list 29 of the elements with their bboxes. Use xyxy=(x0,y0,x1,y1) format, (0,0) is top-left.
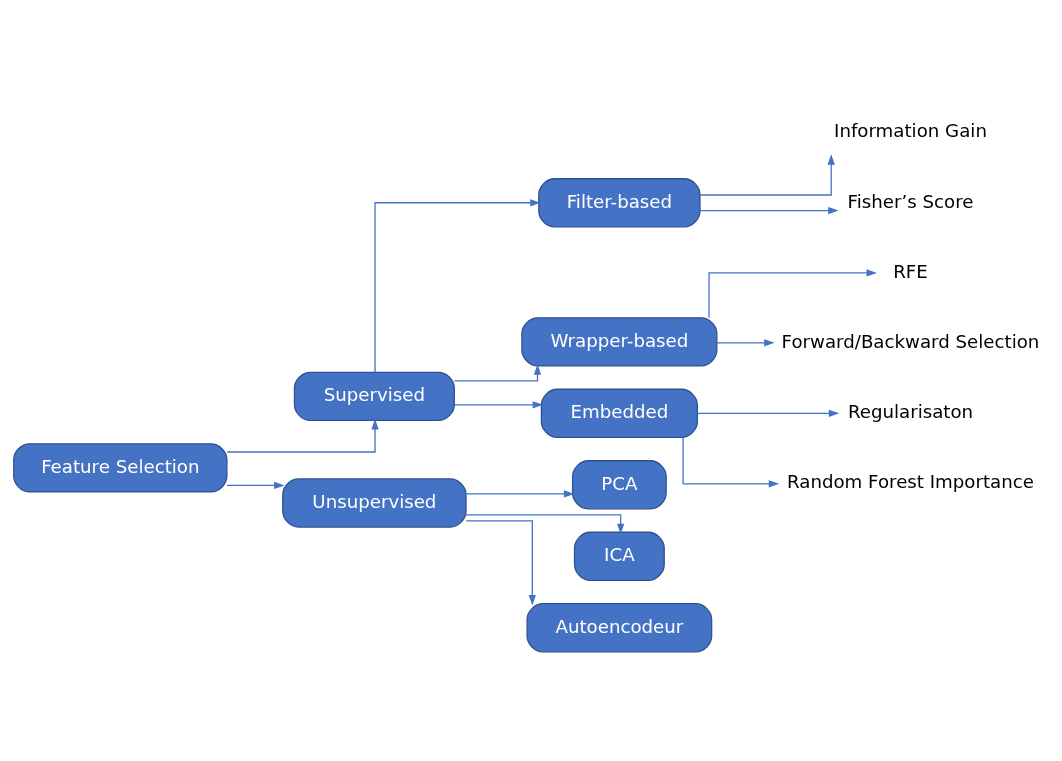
node-box: Autoencodeur xyxy=(526,603,713,653)
node-text: Information Gain xyxy=(834,120,987,142)
node-box: PCA xyxy=(571,460,667,510)
arrow xyxy=(465,490,575,498)
node-text: Fisher’s Score xyxy=(847,190,974,212)
node-box: ICA xyxy=(573,531,665,581)
node-box: Filter-based xyxy=(538,178,701,228)
arrow xyxy=(696,409,840,417)
node-text: Regularisaton xyxy=(847,401,974,423)
arrow xyxy=(699,206,839,215)
arrow xyxy=(465,520,536,606)
arrow xyxy=(682,436,780,488)
node-box: Wrapper-based xyxy=(521,317,718,367)
node-box: Feature Selection xyxy=(13,443,228,493)
arrow xyxy=(226,481,285,490)
arrow xyxy=(226,419,379,453)
node-text: Forward/Backward Selection xyxy=(781,330,1040,352)
arrow xyxy=(716,339,775,347)
node-box: Supervised xyxy=(293,371,455,422)
node-box: Unsupervised xyxy=(282,478,467,528)
arrow xyxy=(453,401,544,409)
node-text: RFE xyxy=(893,260,928,282)
arrow xyxy=(708,269,877,319)
arrow xyxy=(453,364,542,382)
arrow xyxy=(374,199,541,373)
arrow xyxy=(465,514,625,535)
node-text: Random Forest Importance xyxy=(787,471,1034,493)
arrow xyxy=(699,154,835,196)
node-box: Embedded xyxy=(540,388,698,438)
